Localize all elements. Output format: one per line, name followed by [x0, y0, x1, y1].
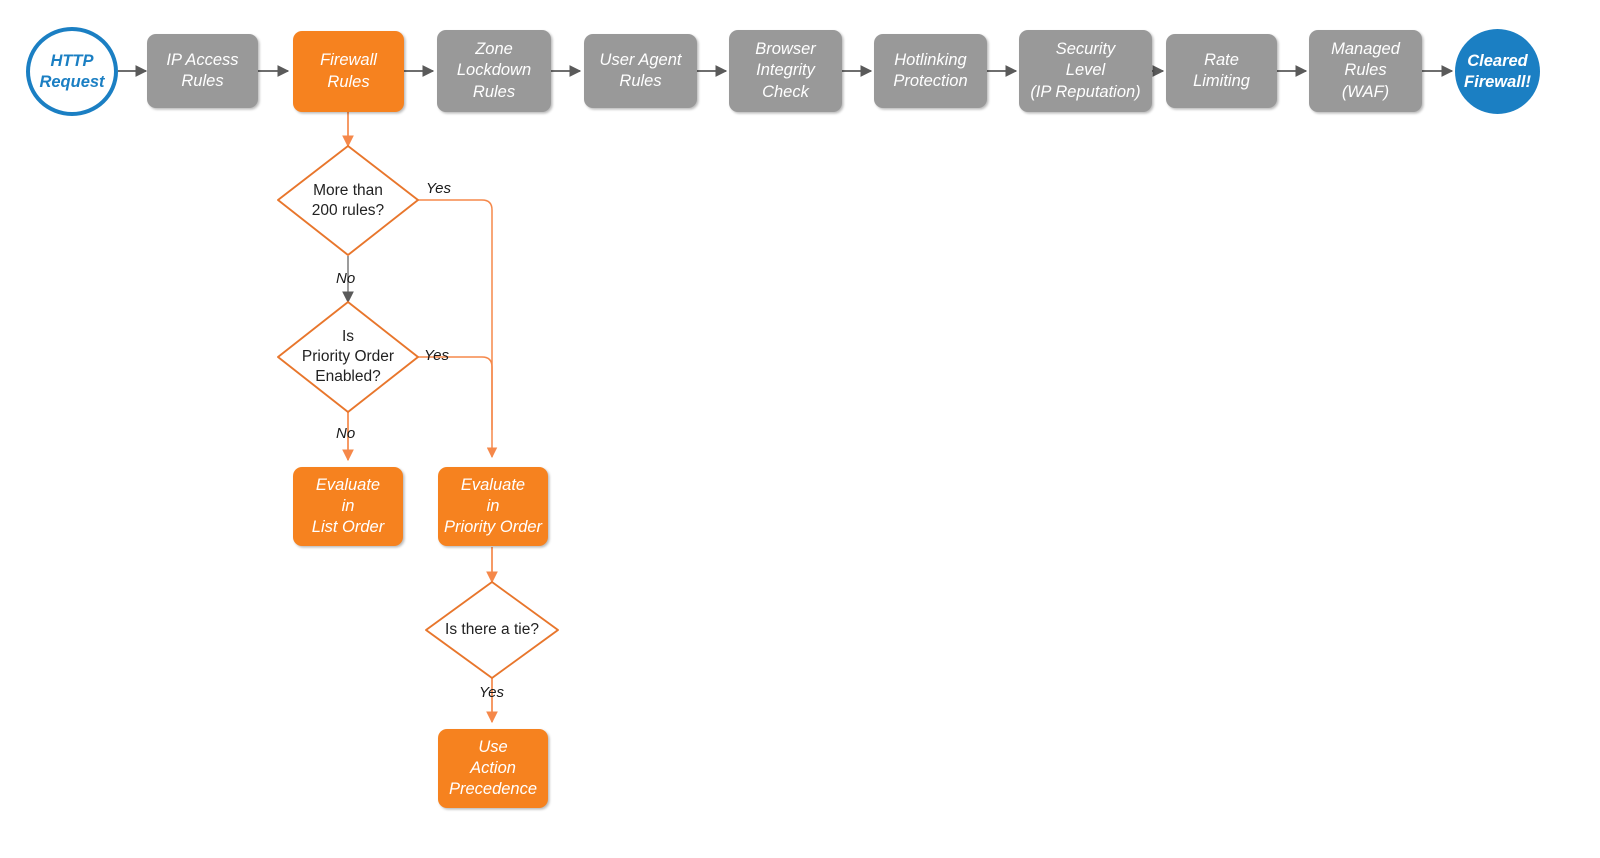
- decision-is-there-a-tie-label: Is there a tie?: [445, 620, 539, 638]
- edge-priority-order-yes: [418, 356, 493, 430]
- node-zone-lockdown-rules[interactable]: Zone Lockdown Rules: [437, 30, 551, 112]
- node-cleared-firewall[interactable]: Cleared Firewall!: [1455, 29, 1540, 114]
- node-use-action-precedence[interactable]: Use Action Precedence: [438, 729, 548, 808]
- decision-more-than-200-rules[interactable]: More than 200 rules?: [278, 146, 418, 256]
- edge-label-more-than-200-yes: Yes: [426, 180, 452, 197]
- decision-is-there-a-tie[interactable]: Is there a tie?: [426, 582, 558, 678]
- node-rate-limiting[interactable]: Rate Limiting: [1166, 34, 1277, 108]
- node-security-level[interactable]: Security Level (IP Reputation): [1019, 30, 1152, 112]
- decision-is-priority-order-enabled[interactable]: Is Priority Order Enabled?: [278, 302, 418, 412]
- edge-label-more-than-200-no: No: [336, 270, 356, 287]
- node-http-request[interactable]: HTTP Request: [26, 27, 118, 116]
- decision-more-than-200-rules-label: More than 200 rules?: [311, 181, 385, 219]
- node-evaluate-in-list-order[interactable]: Evaluate in List Order: [293, 467, 403, 546]
- edge-label-tie-yes: Yes: [479, 684, 505, 701]
- node-hotlinking-protection[interactable]: Hotlinking Protection: [874, 34, 987, 108]
- node-browser-integrity-check[interactable]: Browser Integrity Check: [729, 30, 842, 112]
- edge-more-than-200-yes: [418, 199, 498, 459]
- node-managed-rules-waf[interactable]: Managed Rules (WAF): [1309, 30, 1422, 112]
- node-firewall-rules[interactable]: Firewall Rules: [293, 31, 404, 112]
- decision-is-priority-order-enabled-label: Is Priority Order Enabled?: [301, 327, 395, 386]
- edge-label-priority-order-no: No: [336, 425, 356, 442]
- node-evaluate-in-priority-order[interactable]: Evaluate in Priority Order: [438, 467, 548, 546]
- node-user-agent-rules[interactable]: User Agent Rules: [584, 34, 697, 108]
- node-ip-access-rules[interactable]: IP Access Rules: [147, 34, 258, 108]
- edge-label-priority-order-yes: Yes: [424, 347, 450, 364]
